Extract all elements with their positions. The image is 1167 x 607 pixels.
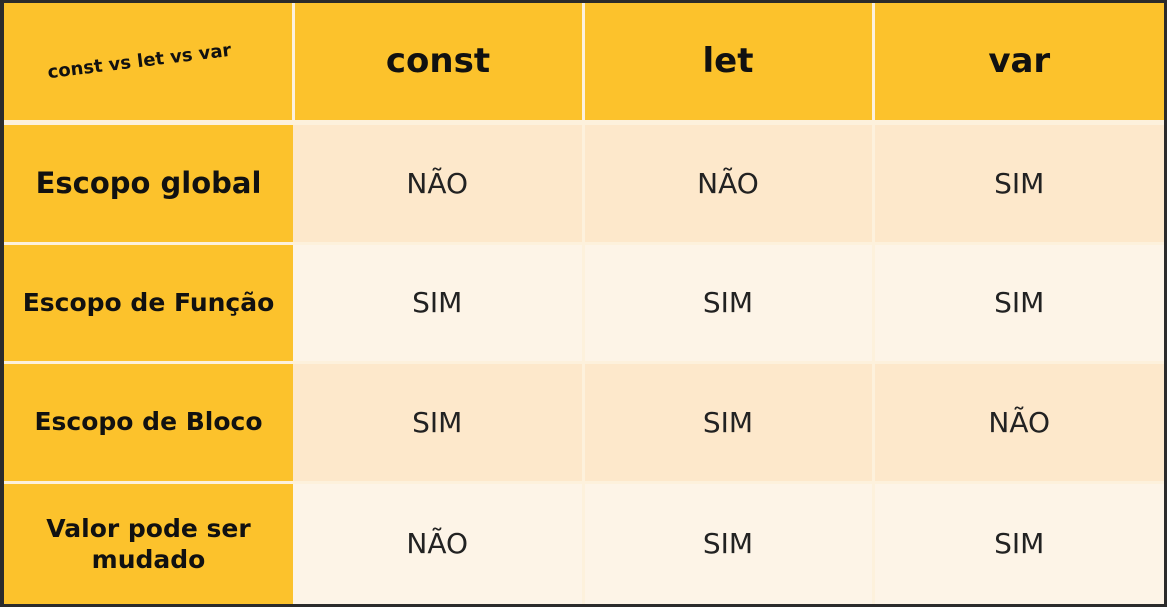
table-cell: SIM (293, 362, 585, 484)
table-row: Escopo de Função SIM SIM SIM (4, 243, 1164, 364)
table-cell: NÃO (293, 122, 585, 245)
table-cell: SIM (293, 243, 585, 364)
table-cell: SIM (873, 243, 1164, 364)
column-header-var: var (873, 3, 1164, 125)
table-row: Escopo de Bloco SIM SIM NÃO (4, 362, 1164, 484)
table-cell: NÃO (873, 362, 1164, 484)
table-cell: SIM (873, 122, 1164, 245)
corner-label: const vs let vs var (46, 39, 233, 83)
row-label-escopo-de-bloco: Escopo de Bloco (4, 362, 293, 484)
row-label-escopo-de-funcao: Escopo de Função (4, 243, 293, 364)
row-label-valor-pode-ser-mudado: Valor pode ser mudado (4, 482, 293, 604)
row-label-escopo-global: Escopo global (4, 122, 293, 245)
table-cell: SIM (873, 482, 1164, 604)
table-row: Valor pode ser mudado NÃO SIM SIM (4, 482, 1164, 604)
column-header-const: const (293, 3, 585, 125)
corner-cell: const vs let vs var (4, 3, 295, 125)
table-cell: SIM (583, 482, 875, 604)
table-cell: NÃO (293, 482, 585, 604)
table-row: Escopo global NÃO NÃO SIM (4, 122, 1164, 245)
table-cell: NÃO (583, 122, 875, 245)
table-header-row: const vs let vs var const let var (4, 3, 1164, 125)
comparison-table: const vs let vs var const let var Escopo… (4, 3, 1164, 604)
column-header-let: let (583, 3, 875, 125)
table-cell: SIM (583, 243, 875, 364)
table-cell: SIM (583, 362, 875, 484)
